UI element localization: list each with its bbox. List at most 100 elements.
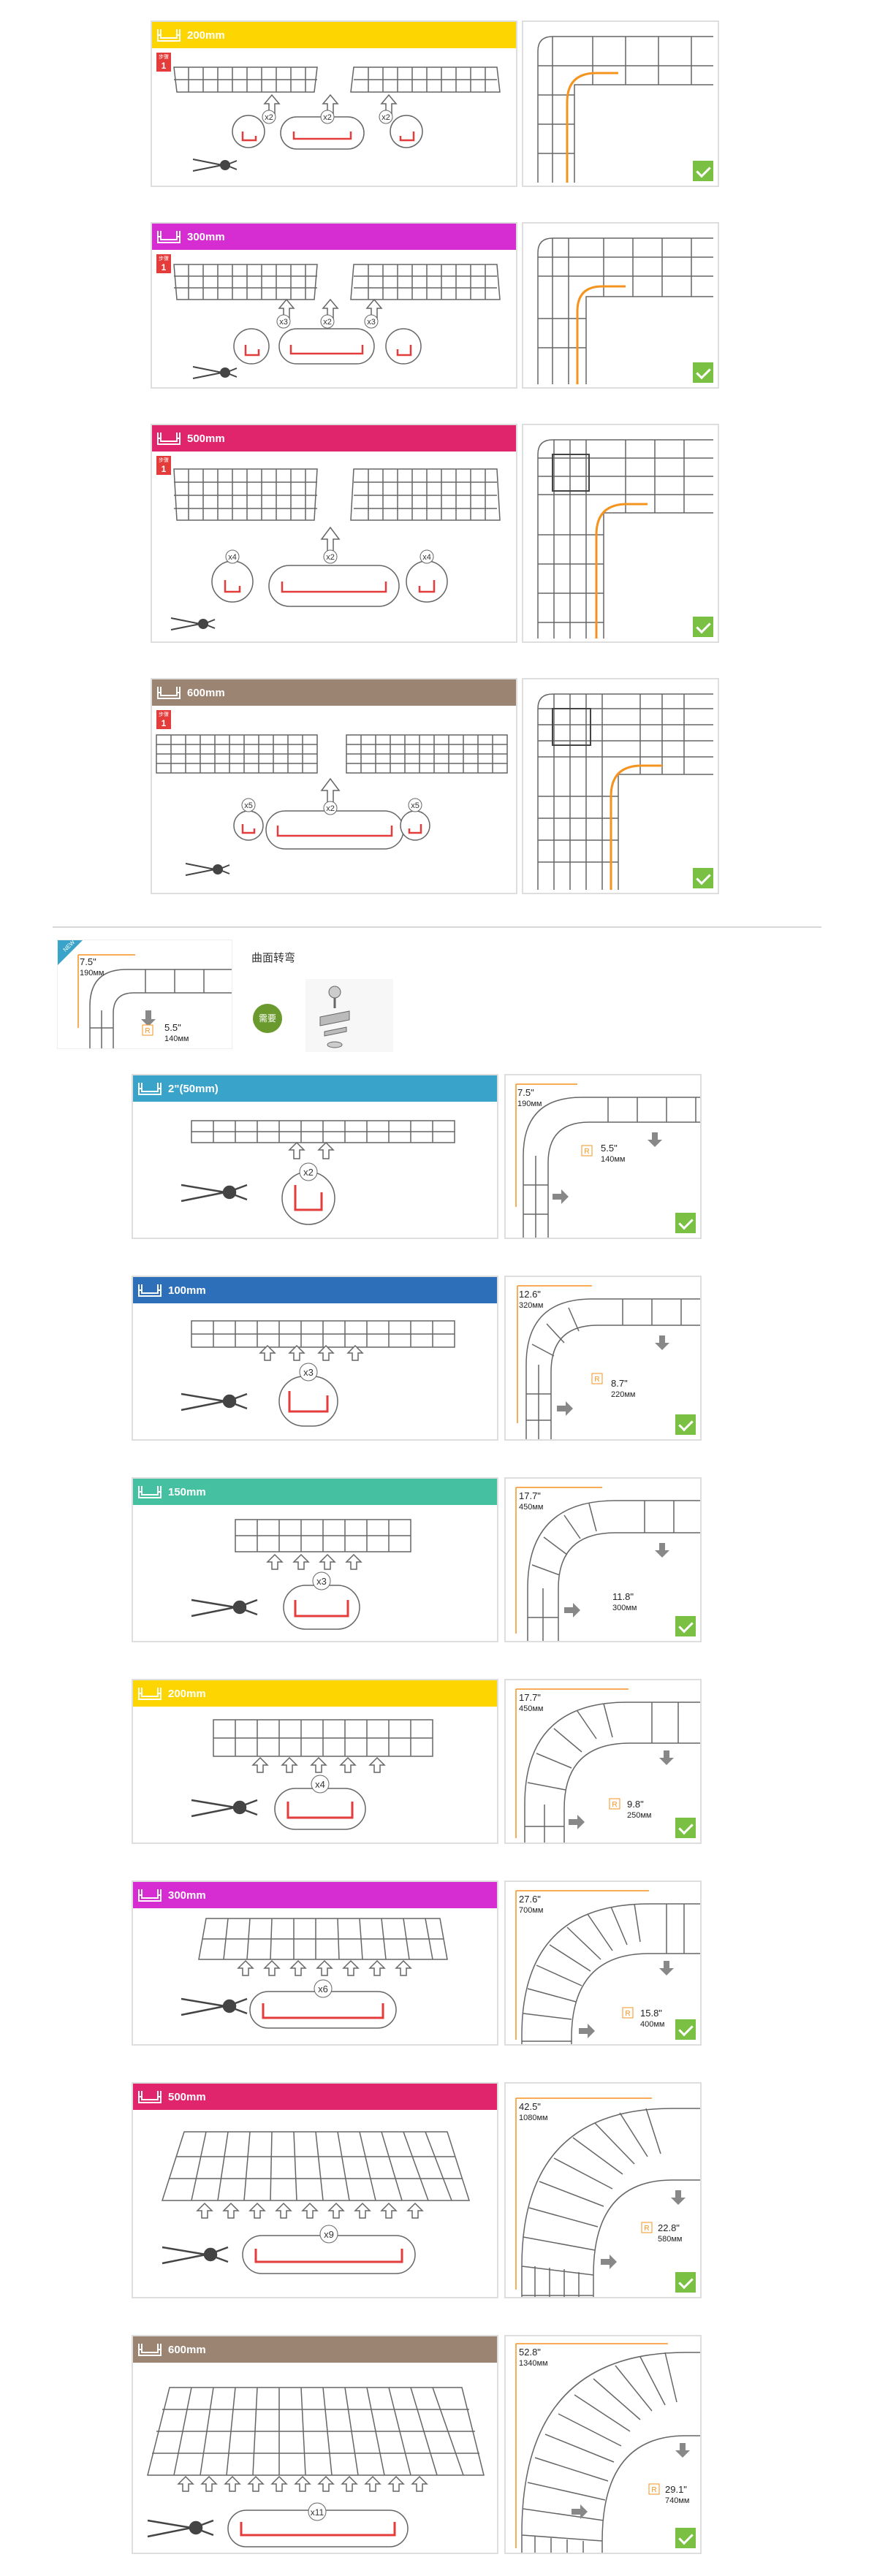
bolt-cutter-icon <box>170 617 216 630</box>
checkmark-icon <box>675 2528 696 2548</box>
size-header: 200mm <box>152 22 516 48</box>
corner-assembly-diagram: 步骤1 x5 x2 x5 <box>156 710 508 876</box>
size-header: 500mm <box>133 2084 497 2110</box>
inner-mm: 220мм <box>611 1390 635 1399</box>
count-label: x9 <box>324 2229 334 2240</box>
size-label: 100mm <box>168 1284 206 1297</box>
size-header: 600mm <box>133 2336 497 2363</box>
bolt-cutter-icon <box>192 159 238 172</box>
size-label: 2"(50mm) <box>168 1083 219 1095</box>
outer-mm: 320мм <box>519 1301 543 1310</box>
bolt-cutter-icon <box>181 1997 248 2016</box>
curve-assembly-diagram: x11 <box>147 2387 485 2548</box>
corner-assembly-diagram: 步骤1 x4 x2 x4 <box>156 456 501 630</box>
tray-icon <box>157 29 181 42</box>
bolt-cutter-icon <box>191 1799 258 1818</box>
inner-dim: 22.8" <box>658 2222 680 2233</box>
size-label: 600mm <box>168 2344 206 2356</box>
corner-assembly-diagram: 步骤1 x2 x2 x2 <box>156 53 501 172</box>
step-badge-number: 1 <box>162 262 167 273</box>
arrow-right-icon <box>564 1603 580 1617</box>
size-header: 300mm <box>133 1882 497 1908</box>
curve-300-left-panel: 300mm x6 <box>132 1880 498 2046</box>
bolt-cutter-icon <box>191 1598 258 1617</box>
curve-2in-left-panel: 2"(50mm) x2 <box>132 1074 498 1239</box>
checkmark-icon <box>675 1616 696 1636</box>
corner-200-right-panel <box>522 20 719 187</box>
corner-500-right-panel <box>522 424 719 643</box>
count-label: x3 <box>279 318 288 327</box>
outer-mm: 450мм <box>519 1704 543 1713</box>
step-badge-label: 步骤 <box>159 255 169 262</box>
count-label: x3 <box>316 1576 327 1587</box>
checkmark-icon <box>675 1213 696 1233</box>
size-label: 600mm <box>187 687 225 699</box>
count-label: x2 <box>326 553 335 562</box>
outer-mm: 1080мм <box>519 2114 548 2122</box>
count-label: x4 <box>315 1779 325 1790</box>
checkmark-icon <box>675 2019 696 2040</box>
section-divider <box>53 926 821 928</box>
size-label: 200mm <box>168 1688 206 1700</box>
tray-icon <box>138 1889 162 1902</box>
size-label: 150mm <box>168 1486 206 1498</box>
arrow-down-icon <box>675 2443 690 2458</box>
arrow-down-icon <box>655 1543 669 1558</box>
tray-icon <box>157 231 181 243</box>
curve-result-diagram: 17.7" 450мм R 9.8" 250мм <box>515 1688 700 1843</box>
outer-mm: 190мм <box>517 1100 542 1108</box>
step-badge-number: 1 <box>162 61 167 71</box>
arrow-down-icon <box>655 1335 669 1350</box>
curve-200-right-panel: 17.7" 450мм R 9.8" 250мм <box>504 1679 702 1844</box>
outer-mm: 1340мм <box>519 2359 548 2368</box>
curve-100-left-panel: 100mm x3 <box>132 1276 498 1441</box>
bolt-cutter-icon <box>162 2246 229 2265</box>
curve-assembly-diagram: x6 <box>181 1918 448 2029</box>
inner-dim: 11.8" <box>612 1591 634 1602</box>
size-label: 300mm <box>168 1889 206 1902</box>
curve-assembly-diagram: x3 <box>181 1320 455 1427</box>
arrow-right-icon <box>572 2504 588 2519</box>
step-badge-number: 1 <box>162 718 167 728</box>
arrow-down-icon <box>671 2190 686 2205</box>
inner-mm: 300мм <box>612 1604 637 1612</box>
outer-dim: 12.6" <box>519 1289 541 1300</box>
tray-icon <box>138 1486 162 1498</box>
curve-300-right-panel: 27.6" 700мм R 15.8" 400мм <box>504 1880 702 2046</box>
size-label: 300mm <box>187 231 225 243</box>
checkmark-icon <box>693 161 713 181</box>
outer-dim: 42.5" <box>519 2101 541 2112</box>
checkmark-icon <box>693 617 713 637</box>
outer-mm: 700мм <box>519 1906 543 1915</box>
bolt-cutter-icon <box>185 863 230 876</box>
count-label: x2 <box>303 1167 314 1178</box>
arrow-down-icon <box>659 1961 674 1975</box>
r-label: R <box>584 1148 589 1156</box>
count-label: x2 <box>381 113 390 122</box>
curve-200-left-panel: 200mm x4 <box>132 1679 498 1844</box>
curve-result-diagram: 42.5" 1080мм R 22.8" 580мм <box>515 2097 700 2297</box>
tray-icon <box>138 1284 162 1297</box>
checkmark-icon <box>675 1818 696 1838</box>
arrow-right-icon <box>569 1815 585 1829</box>
corner-600-right-panel <box>522 678 719 894</box>
r-label: R <box>594 1376 599 1384</box>
step-badge-number: 1 <box>162 464 167 474</box>
size-header: 200mm <box>133 1680 497 1707</box>
checkmark-icon <box>675 1414 696 1435</box>
r-label: R <box>625 2010 630 2018</box>
inner-dim: 5.5" <box>164 1022 181 1033</box>
arrow-down-icon <box>141 1010 156 1026</box>
size-label: 200mm <box>187 29 225 42</box>
bolt-cutter-icon <box>181 1392 248 1411</box>
tray-icon <box>138 2344 162 2356</box>
curve-intro-diagram: NEW 7.5" 190мм R 5.5" 140мм <box>57 939 232 1049</box>
curve-150-left-panel: 150mm x3 <box>132 1477 498 1642</box>
count-label: x4 <box>228 553 237 562</box>
inner-dim: 9.8" <box>627 1799 644 1810</box>
outer-mm: 190мм <box>80 969 104 978</box>
